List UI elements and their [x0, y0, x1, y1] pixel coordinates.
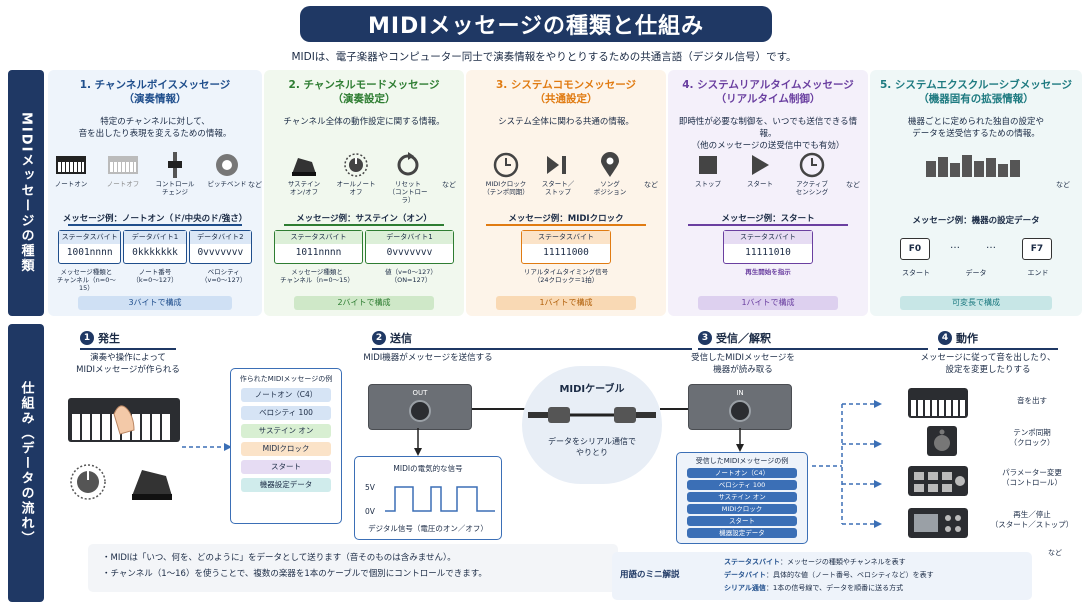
- icon-stop: ストップ: [685, 152, 731, 204]
- output-play-stop: 再生／停止 （スタート／ストップ）: [908, 508, 1074, 542]
- fader-icon: [168, 152, 182, 178]
- section-label-types: MIDIメッセージの種類: [8, 70, 44, 316]
- card-system-realtime: 4. システムリアルタイムメッセージ（リアルタイム制御） 即時性が必要な制御を、…: [668, 70, 868, 316]
- card-channel-mode: 2. チャンネルモードメッセージ（演奏設定） チャンネル全体の動作設定に関する情…: [264, 70, 464, 316]
- midi-cable-icon: [528, 407, 656, 423]
- sustain-pedal-icon: [292, 158, 316, 176]
- square-wave-icon: [385, 486, 495, 512]
- byte-count-badge: 1バイトで構成: [698, 296, 838, 310]
- foot-pedal-icon: [132, 470, 172, 500]
- output-tempo-sync: テンポ同期 （クロック）: [908, 426, 1074, 460]
- byte-count-badge: 1バイトで構成: [496, 296, 636, 310]
- card-system-common: 3. システムコモンメッセージ（共通設定） システム全体に関わる共通の情報。 M…: [466, 70, 666, 316]
- sysex-start-byte: F0: [900, 238, 930, 260]
- card-description: 特定のチャンネルに対して、 音を出したり表現を変えるための情報。: [78, 117, 232, 139]
- icon-song-position: ソング ポジション: [587, 152, 633, 204]
- data-bars-icon: [926, 155, 1020, 177]
- byte-count-badge: 3バイトで構成: [78, 296, 232, 310]
- section-label-mechanism: 仕組み（データの流れ）: [8, 324, 44, 602]
- icon-start-stop: スタート／ ストップ: [535, 152, 581, 204]
- keyboard-icon: [56, 156, 86, 174]
- tips-box: ・MIDIは「いつ、何を、どのように」をデータとして送ります（音そのものは含みま…: [88, 544, 618, 592]
- output-sound: 音を出す: [908, 388, 1074, 422]
- icon-control-change: コントロール チェンジ: [152, 152, 198, 204]
- pitch-wheel-icon: [216, 154, 238, 176]
- received-messages-box: 受信したMIDIメッセージの例 ノートオン（C4） ベロシティ 100 サステイ…: [676, 452, 808, 544]
- example-label: メッセージ例：ノートオン（ド/中央のド/強さ）: [62, 214, 248, 224]
- reset-icon: [397, 152, 419, 176]
- page-title: MIDIメッセージの種類と仕組み: [300, 6, 772, 42]
- icon-midi-clock: MIDIクロック （テンポ同期）: [483, 152, 529, 204]
- icon-note-off: ノートオフ: [100, 152, 146, 204]
- midi-in-port-icon: [729, 400, 751, 422]
- sequencer-icon: [908, 508, 968, 538]
- icon-start: スタート: [737, 152, 783, 204]
- keyboard-faded-icon: [108, 156, 138, 174]
- midi-in-device: IN: [688, 384, 792, 430]
- play-pause-icon: [547, 156, 566, 174]
- midi-cable-panel: MIDIケーブル データをシリアル通信で やりとり: [522, 366, 662, 484]
- card-channel-voice: 1. チャンネルボイスメッセージ（演奏情報） 特定のチャンネルに対して、 音を出…: [48, 70, 262, 316]
- icon-reset: リセット （コントローラ）: [385, 152, 431, 204]
- card-system-exclusive: 5. システムエクスクルーシブメッセージ（機器固有の拡張情報） 機器ごとに定めら…: [870, 70, 1082, 316]
- byte-count-badge: 2バイトで構成: [294, 296, 434, 310]
- icon-note-on: ノートオン: [48, 152, 94, 204]
- created-messages-box: 作られたMIDIメッセージの例 ノートオン（C4） ベロシティ 100 サステイ…: [230, 368, 342, 524]
- icon-pitch-bend: ピッチベンド: [204, 152, 250, 204]
- icon-all-notes-off: オールノート オフ: [333, 152, 379, 204]
- icon-sustain: サステイン オン/オフ: [281, 152, 327, 204]
- stop-icon: [699, 156, 717, 174]
- mixer-icon: [908, 466, 968, 496]
- glossary-box: 用語のミニ解説 ステータスバイト：メッセージの種類やチャンネルを表す データバイ…: [612, 552, 1032, 600]
- sysex-end-byte: F7: [1022, 238, 1052, 260]
- output-parameter-change: パラメーター変更 （コントロール）: [908, 466, 1074, 500]
- location-pin-icon: [601, 152, 619, 177]
- midi-out-device: OUT: [368, 384, 472, 430]
- knob-device-icon: [70, 464, 106, 500]
- message-types-section: 1. チャンネルボイスメッセージ（演奏情報） 特定のチャンネルに対して、 音を出…: [48, 70, 1082, 316]
- byte-count-badge: 可変長で構成: [900, 296, 1052, 310]
- electrical-signal-box: MIDIの電気的な信号 5V 0V デジタル信号（電圧のオン／オフ）: [354, 456, 502, 540]
- knob-icon: [344, 153, 368, 177]
- icon-data-bars: [921, 152, 1031, 204]
- icon-active-sensing: アクティブ センシング: [789, 152, 835, 204]
- play-icon: [752, 155, 769, 175]
- card-title: 1. チャンネルボイスメッセージ（演奏情報）: [79, 79, 231, 105]
- speaker-icon: [927, 426, 957, 456]
- sensing-clock-icon: [799, 152, 825, 178]
- page-subtitle: MIDIは、電子楽器やコンピューター同士で演奏情報をやりとりするための共通言語（…: [291, 51, 797, 63]
- synth-icon: [908, 388, 968, 418]
- keyboard-hand-icon: [68, 398, 180, 442]
- midi-out-port-icon: [409, 400, 431, 422]
- clock-icon: [493, 152, 519, 178]
